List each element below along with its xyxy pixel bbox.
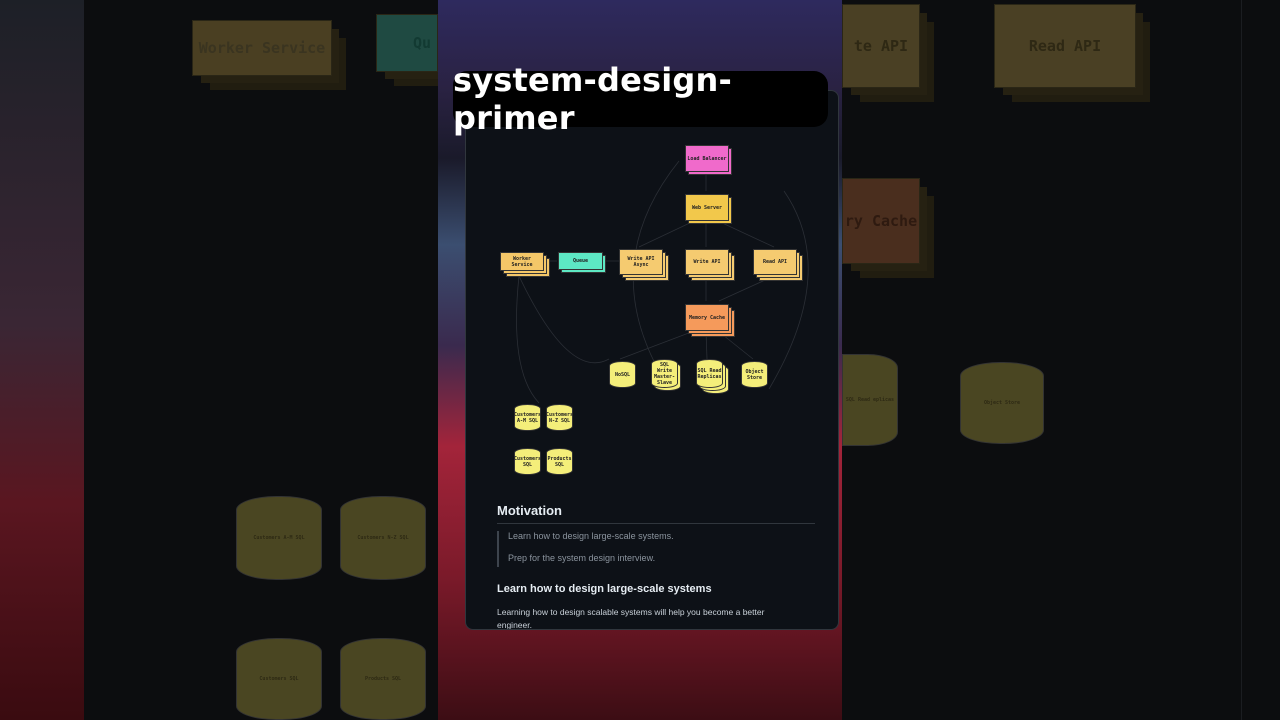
read-api-node: Read API xyxy=(753,249,797,275)
readme-panel: Load Balancer Web Server Worker Service … xyxy=(465,90,839,630)
bg-customers-nz-sql: Customers N-Z SQL xyxy=(340,496,426,580)
memory-cache-node: Memory Cache xyxy=(685,304,729,331)
nosql-db: NoSQL xyxy=(609,361,636,388)
background-right: te API Read API ry Cache SQL Read eplica… xyxy=(842,0,1280,720)
customers-sql-db: Customers SQL xyxy=(514,448,541,475)
worker-service-node: Worker Service xyxy=(500,252,544,271)
bg-worker-service-box: Worker Service xyxy=(192,20,332,76)
bg-object-store: Object Store xyxy=(960,362,1044,444)
architecture-diagram: Load Balancer Web Server Worker Service … xyxy=(479,121,831,501)
video-title-overlay: system-design-primer xyxy=(453,61,828,137)
sql-read-replicas-db: SQL Read Replicas xyxy=(696,359,723,388)
customers-nz-sql-db: Customers N-Z SQL xyxy=(546,404,573,431)
learn-paragraph: Learning how to design scalable systems … xyxy=(497,607,765,630)
motivation-heading: Motivation xyxy=(497,503,815,524)
bg-sql-read-replicas: SQL Read eplicas xyxy=(842,354,898,446)
quote-line: Learn how to design large-scale systems. xyxy=(508,531,674,541)
web-server-node: Web Server xyxy=(685,194,729,221)
motivation-blockquote: Learn how to design large-scale systems.… xyxy=(497,531,797,567)
load-balancer-node: Load Balancer xyxy=(685,145,729,172)
bg-queue-box: Qu xyxy=(376,14,438,72)
bg-customers-sql: Customers SQL xyxy=(236,638,322,720)
bg-write-api-box: te API xyxy=(842,4,920,88)
background-strip xyxy=(0,0,84,720)
bg-customers-am-sql: Customers A-M SQL xyxy=(236,496,322,580)
background-left: Worker Service Qu Customers A-M SQL Cust… xyxy=(0,0,438,720)
bg-products-sql: Products SQL xyxy=(340,638,426,720)
write-api-node: Write API xyxy=(685,249,729,275)
customers-am-sql-db: Customers A-M SQL xyxy=(514,404,541,431)
learn-heading: Learn how to design large-scale systems xyxy=(497,583,712,595)
write-api-async-node: Write API Async xyxy=(619,249,663,275)
diagram-connectors xyxy=(516,160,809,404)
video-title-text: system-design-primer xyxy=(453,61,732,137)
products-sql-db: Products SQL xyxy=(546,448,573,475)
sql-write-master-slave-db: SQL Write Master-Slave xyxy=(651,359,678,388)
bg-read-api-box: Read API xyxy=(994,4,1136,88)
object-store-db: Object Store xyxy=(741,361,768,388)
queue-node: Queue xyxy=(558,252,603,270)
video-frame: Load Balancer Web Server Worker Service … xyxy=(438,0,842,720)
background-panel-edge xyxy=(842,0,1242,720)
bg-memory-cache-box: ry Cache xyxy=(842,178,920,264)
quote-line: Prep for the system design interview. xyxy=(508,553,656,563)
